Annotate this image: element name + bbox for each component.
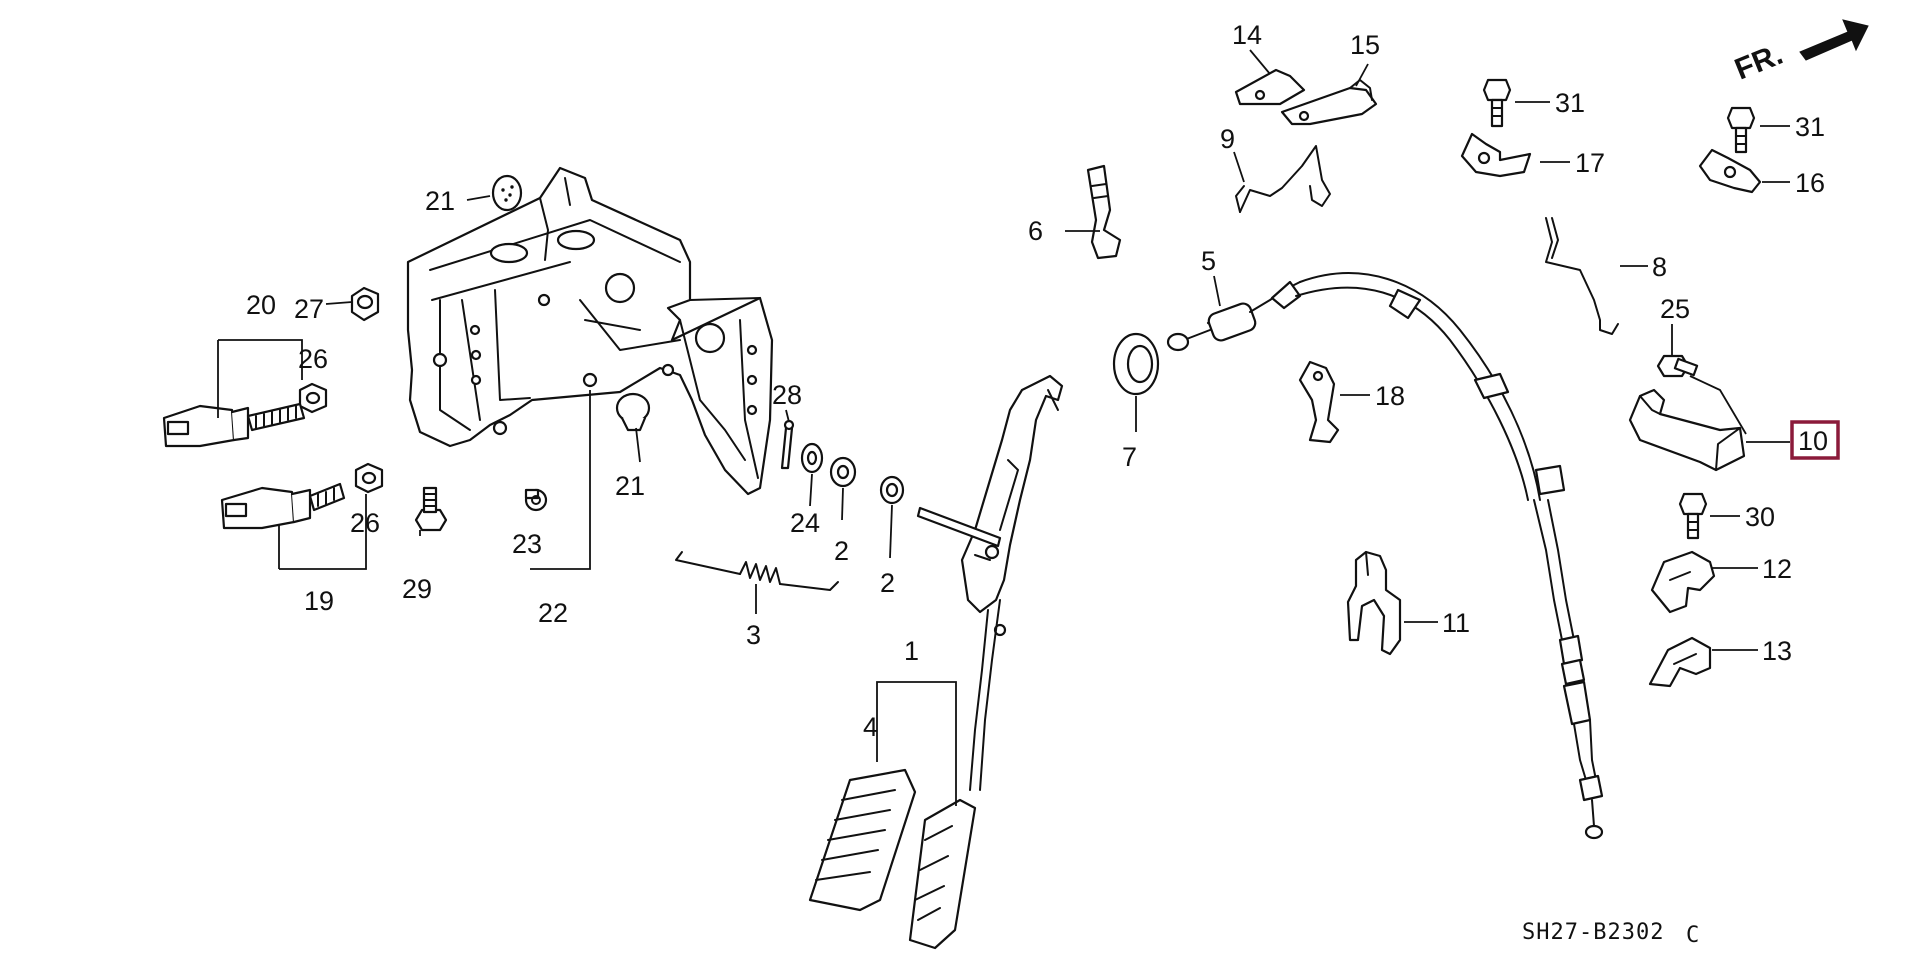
bolt-31-upper	[1482, 78, 1512, 128]
callout-9: 9	[1220, 124, 1235, 154]
callout-28: 28	[772, 380, 802, 410]
bracket-18	[1298, 360, 1340, 444]
callout-30: 30	[1745, 502, 1775, 532]
bracket-14	[1234, 68, 1306, 106]
callout-27: 27	[294, 294, 324, 324]
nut-23	[524, 488, 548, 512]
callout-15: 15	[1350, 30, 1380, 60]
callout-18: 18	[1375, 381, 1405, 411]
bushing-2-left	[829, 456, 857, 488]
callout-31-lower: 31	[1795, 112, 1825, 142]
drawing-code-suffix: C	[1686, 923, 1700, 948]
callout-20: 20	[246, 290, 276, 320]
rod-8	[1545, 217, 1619, 335]
grommet-upper	[491, 174, 523, 212]
callout-23: 23	[512, 529, 542, 559]
callout-24: 24	[790, 508, 820, 538]
drawing-code-number: SH27-B2302	[1522, 920, 1664, 945]
callout-17: 17	[1575, 148, 1605, 178]
bolt-25	[1656, 354, 1699, 378]
callout-14: 14	[1232, 20, 1262, 50]
front-direction-arrow: FR.	[1730, 19, 1869, 87]
callout-5: 5	[1201, 246, 1216, 276]
bolt-30	[1678, 492, 1708, 540]
bracket-10	[1628, 388, 1746, 472]
stop-switch-20	[162, 402, 306, 448]
clip-6	[1086, 164, 1122, 260]
bracket-17	[1460, 132, 1532, 178]
callout-29: 29	[402, 574, 432, 604]
callout-26-lower: 26	[350, 508, 380, 538]
callout-10: 10	[1798, 426, 1828, 456]
callout-25: 25	[1660, 294, 1690, 324]
stop-switch-19	[220, 482, 346, 530]
callout-4: 4	[863, 712, 878, 742]
washer-24	[800, 442, 824, 474]
nut-27	[350, 286, 380, 322]
bracket-16	[1698, 148, 1762, 194]
grommet-lower	[615, 392, 651, 432]
bushing-2-right	[879, 475, 905, 505]
nut-26-lower	[354, 462, 384, 494]
clamp-11	[1346, 550, 1402, 656]
callout-22: 22	[538, 598, 568, 628]
cotter-pin-28	[780, 419, 795, 470]
pedal-bracket	[406, 166, 774, 496]
callout-19: 19	[304, 586, 334, 616]
callout-3: 3	[746, 620, 761, 650]
throttle-cable	[1166, 272, 1604, 840]
callout-2-right: 2	[880, 568, 895, 598]
wire-9	[1235, 145, 1331, 213]
leader-lines	[217, 49, 1790, 806]
drawing-code: SH27-B2302 C	[1522, 920, 1700, 948]
callout-12: 12	[1762, 554, 1792, 584]
callout-6: 6	[1028, 216, 1043, 246]
return-spring-3	[675, 551, 839, 591]
callout-labels: 21 21 20 27 26 26 19 29 23 22 28 24 2 2 …	[246, 20, 1840, 742]
callout-31-upper: 31	[1555, 88, 1585, 118]
callout-26-upper: 26	[298, 344, 328, 374]
direction-label: FR.	[1730, 38, 1787, 87]
seal-7	[1112, 332, 1160, 396]
callout-8: 8	[1652, 252, 1667, 282]
callout-21-lower: 21	[615, 471, 645, 501]
bracket-15	[1280, 79, 1378, 126]
callout-7: 7	[1122, 442, 1137, 472]
highlight-box-10	[1790, 420, 1840, 460]
clip-13	[1648, 636, 1712, 688]
clip-12	[1650, 550, 1716, 614]
bolt-29	[414, 486, 448, 532]
accelerator-pedal	[808, 374, 1064, 950]
callout-13: 13	[1762, 636, 1792, 666]
bolt-31-lower	[1726, 106, 1756, 154]
callout-2-left: 2	[834, 536, 849, 566]
callout-11: 11	[1442, 608, 1470, 638]
callout-16: 16	[1795, 168, 1825, 198]
callout-21-upper: 21	[425, 186, 455, 216]
callout-1: 1	[904, 636, 919, 666]
nut-26-upper	[298, 382, 328, 414]
